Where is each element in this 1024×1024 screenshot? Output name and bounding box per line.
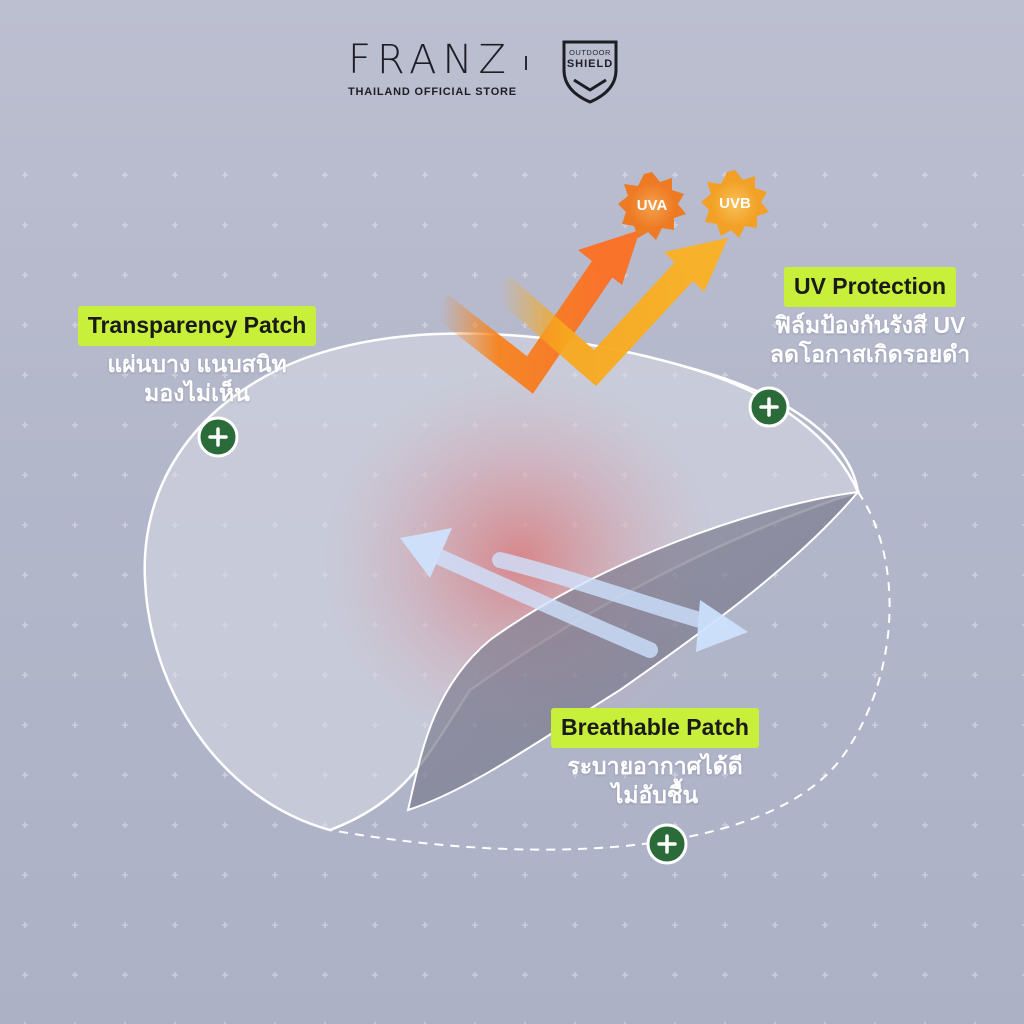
shield-top-text: OUTDOOR <box>569 48 611 57</box>
callout-breathable: Breathable Patch ระบายอากาศได้ดี ไม่อับช… <box>530 708 780 810</box>
plus-icon-breathable <box>646 823 688 865</box>
shield-logo: OUTDOOR SHIELD <box>560 36 620 106</box>
sun-icon-uvb <box>701 170 769 238</box>
shield-bottom-text: SHIELD <box>566 58 614 70</box>
airflow-arrow-left <box>412 540 658 658</box>
airflow-arrowhead-left <box>400 528 452 578</box>
airflow-arrows <box>400 528 748 658</box>
airflow-arrowhead-right <box>696 600 748 652</box>
breathable-title: Breathable Patch <box>551 708 759 748</box>
transparency-desc-1: แผ่นบาง แนบสนิท <box>107 351 287 377</box>
uvb-arrowhead <box>664 238 728 292</box>
uvb-label: UVB <box>719 195 751 212</box>
franz-wordmark: FRANZ <box>348 37 512 83</box>
patch-dashed-outline <box>329 491 891 851</box>
uv-title: UV Protection <box>783 267 957 307</box>
sun-icon-uva <box>618 172 686 240</box>
store-subtitle: THAILAND OFFICIAL STORE <box>348 86 517 98</box>
uvb-arrow <box>491 256 700 387</box>
breathable-desc-2: ไม่อับชื้น <box>611 782 699 808</box>
breathable-desc-1: ระบายอากาศได้ดี <box>567 753 743 779</box>
uva-arrow <box>432 257 616 394</box>
uv-desc-2: ลดโอกาสเกิดรอยดำ <box>769 341 971 367</box>
franz-logo: FRANZ THAILAND OFFICIAL STORE <box>348 37 517 98</box>
plus-icon-transparency <box>197 416 239 458</box>
uva-label: UVA <box>636 197 668 214</box>
uv-desc-1: ฟิล์มป้องกันรังสี UV <box>774 312 966 338</box>
transparency-desc-2: มองไม่เห็น <box>144 380 250 406</box>
header: FRANZ THAILAND OFFICIAL STORE OUTDOOR SH… <box>0 30 1024 110</box>
logo-divider <box>525 56 527 70</box>
callout-uv: UV Protection ฟิล์มป้องกันรังสี UV ลดโอก… <box>740 267 1000 369</box>
shield-icon <box>562 40 618 104</box>
callout-transparency: Transparency Patch แผ่นบาง แนบสนิท มองไม… <box>47 306 347 408</box>
transparency-title: Transparency Patch <box>77 306 317 346</box>
plus-icon-uv <box>748 386 790 428</box>
uva-arrowhead <box>578 230 640 285</box>
patch-edge <box>689 366 860 493</box>
